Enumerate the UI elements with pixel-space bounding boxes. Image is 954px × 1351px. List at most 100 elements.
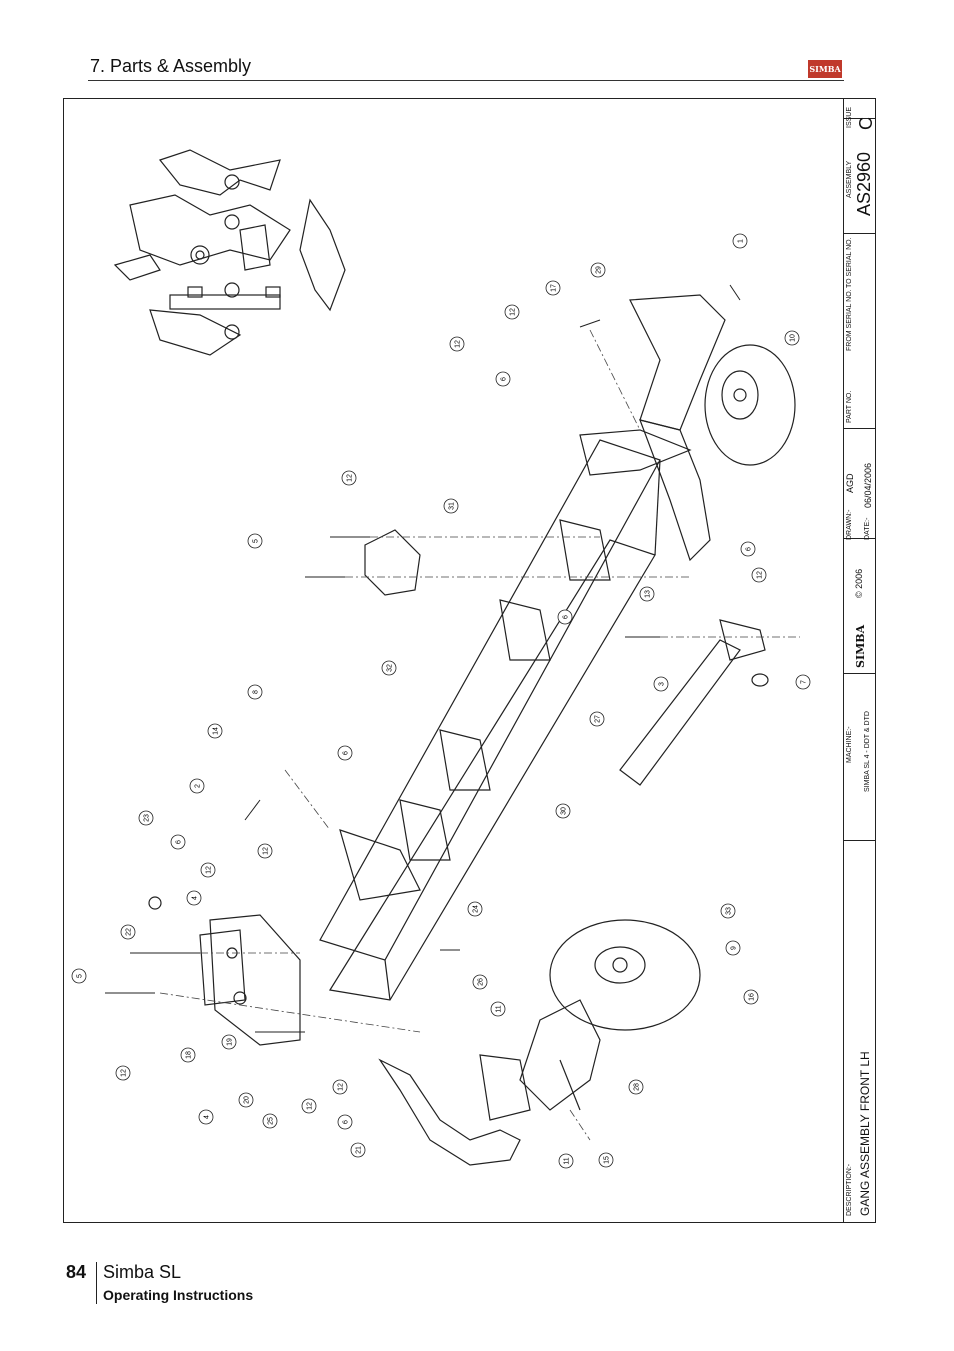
date-label: DATE:- [864, 517, 871, 540]
callout-number: 20 [244, 1096, 251, 1104]
inset-detail-view [113, 149, 346, 356]
callout-number: 27 [595, 715, 602, 723]
callout-number: 28 [634, 1083, 641, 1091]
description-value: GANG ASSEMBLY FRONT LH [858, 1051, 872, 1216]
callout-number: 12 [338, 1083, 345, 1091]
callout-17: 17 [545, 280, 561, 296]
callout-16: 16 [743, 989, 759, 1005]
callout-number: 4 [192, 896, 199, 900]
callout-number: 6 [343, 751, 350, 755]
callout-5: 5 [71, 968, 87, 984]
drawn-label: DRAWN:- [846, 509, 853, 540]
callout-number: 12 [455, 340, 462, 348]
callout-number: 6 [746, 547, 753, 551]
callout-number: 15 [604, 1156, 611, 1164]
callout-6: 6 [557, 609, 573, 625]
callout-number: 21 [356, 1146, 363, 1154]
callout-number: 6 [501, 377, 508, 381]
callout-11: 11 [558, 1153, 574, 1169]
callout-12: 12 [332, 1079, 348, 1095]
product-name: Simba SL [103, 1262, 182, 1282]
centre-lines [159, 329, 800, 1141]
callout-30: 30 [555, 803, 571, 819]
callout-12: 12 [257, 843, 273, 859]
callout-number: 13 [645, 590, 652, 598]
callout-number: 16 [749, 993, 756, 1001]
callout-23: 23 [138, 810, 154, 826]
from-serial-label: FROM SERIAL NO. [846, 289, 853, 351]
callout-33: 33 [720, 903, 736, 919]
callout-6: 6 [337, 1114, 353, 1130]
callout-27: 27 [589, 711, 605, 727]
callout-14: 14 [207, 723, 223, 739]
drawing-frame [63, 98, 876, 1223]
callout-3: 3 [653, 676, 669, 692]
section-title: 7. Parts & Assembly [90, 56, 252, 76]
callout-12: 12 [200, 862, 216, 878]
assembly-label: ASSEMBLY [846, 160, 853, 198]
callout-number: 5 [77, 974, 84, 978]
callout-25: 25 [262, 1113, 278, 1129]
callout-number: 9 [731, 946, 738, 950]
machine-value: SIMBA SL 4 - DDT & DTD [864, 711, 871, 792]
callout-12: 12 [301, 1098, 317, 1114]
callout-12: 12 [504, 304, 520, 320]
callout-number: 26 [478, 978, 485, 986]
callout-number: 6 [176, 840, 183, 844]
callout-number: 1 [738, 239, 745, 243]
callout-22: 22 [120, 924, 136, 940]
callout-number: 11 [564, 1157, 571, 1164]
callout-number: 4 [204, 1115, 211, 1119]
callout-12: 12 [115, 1065, 131, 1081]
callout-18: 18 [180, 1047, 196, 1063]
footer-divider [96, 1262, 97, 1304]
part-no-label: PART NO. [846, 390, 853, 423]
callout-26: 26 [472, 974, 488, 990]
adjuster-arm [619, 619, 769, 786]
top-disc-assembly [579, 294, 796, 562]
callout-12: 12 [341, 470, 357, 486]
header-rule [88, 80, 844, 81]
main-beam [319, 439, 661, 1001]
callout-4: 4 [198, 1109, 214, 1125]
callout-1: 1 [732, 233, 748, 249]
callout-6: 6 [170, 834, 186, 850]
callout-number: 12 [510, 308, 517, 316]
bottom-disc-assembly [479, 919, 701, 1121]
callout-number: 12 [757, 571, 764, 579]
callout-31: 31 [443, 498, 459, 514]
title-block: ISSUE C ASSEMBLY AS2960 TO SERIAL NO. FR… [843, 98, 876, 1223]
callout-6: 6 [495, 371, 511, 387]
callout-number: 8 [253, 690, 260, 694]
callout-number: 11 [496, 1005, 503, 1012]
callout-number: 33 [726, 907, 733, 915]
callout-13: 13 [639, 586, 655, 602]
callout-24: 24 [467, 901, 483, 917]
callout-28: 28 [628, 1079, 644, 1095]
lower-bracket [148, 896, 301, 1046]
callout-4: 4 [186, 890, 202, 906]
callout-number: 18 [186, 1051, 193, 1059]
spring-tine [378, 1058, 521, 1166]
callouts: 1291712126101231561213632378271462302361… [71, 233, 811, 1169]
assembly-value: AS2960 [854, 151, 874, 216]
title-block-logo: SIMBA [854, 624, 867, 668]
callout-2: 2 [189, 778, 205, 794]
callout-12: 12 [751, 567, 767, 583]
callout-number: 25 [268, 1117, 275, 1125]
callout-15: 15 [598, 1152, 614, 1168]
callout-number: 6 [343, 1120, 350, 1124]
machine-label: MACHINE:- [846, 726, 853, 763]
callout-number: 12 [206, 866, 213, 874]
callout-number: 17 [551, 284, 558, 292]
issue-value: C [856, 117, 876, 130]
callout-6: 6 [740, 541, 756, 557]
callout-8: 8 [247, 684, 263, 700]
callout-20: 20 [238, 1092, 254, 1108]
copyright: © 2006 [854, 568, 864, 598]
callout-number: 14 [213, 727, 220, 735]
callout-number: 12 [263, 847, 270, 855]
callout-19: 19 [221, 1034, 237, 1050]
clamp-bracket [364, 529, 421, 596]
